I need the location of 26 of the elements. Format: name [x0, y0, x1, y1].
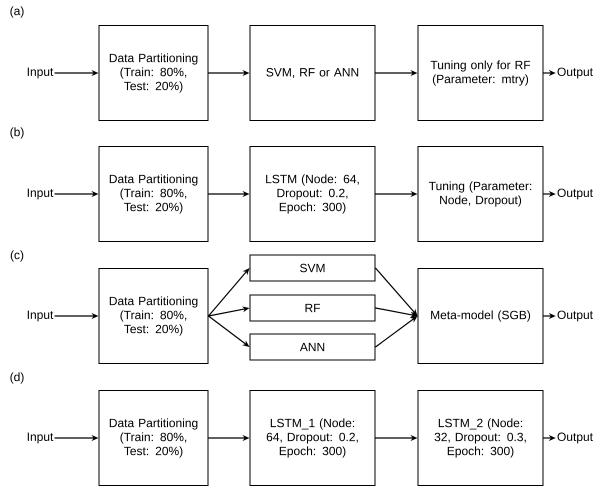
process-box: Data Partitioning (Train: 80%, Test: 20%) — [98, 390, 208, 486]
input-label: Input — [28, 310, 54, 322]
panel-label: (a) — [10, 6, 24, 18]
panel-label: (b) — [10, 127, 24, 139]
input-label: Input — [28, 188, 54, 200]
process-box: ANN — [250, 334, 376, 360]
output-label: Output — [558, 188, 593, 200]
process-box: Tuning only for RF (Parameter: mtry) — [418, 25, 544, 121]
process-box: SVM, RF or ANN — [250, 25, 376, 121]
process-box: LSTM_1 (Node: 64, Dropout: 0.2, Epoch: 300) — [250, 390, 376, 486]
input-label: Input — [28, 432, 54, 444]
output-label: Output — [558, 432, 593, 444]
process-box: LSTM (Node: 64, Dropout: 0.2, Epoch: 300) — [250, 146, 376, 242]
process-box: Tuning (Parameter: Node, Dropout) — [418, 146, 544, 242]
process-box: RF — [250, 294, 376, 322]
process-box: Meta-model (SGB) — [418, 268, 544, 364]
input-label: Input — [28, 68, 54, 78]
process-box: SVM — [250, 254, 376, 282]
process-box: Data Partitioning (Train: 80%, Test: 20%) — [98, 25, 208, 121]
process-box: Data Partitioning (Train: 80%, Test: 20%) — [98, 268, 208, 364]
process-box: LSTM_2 (Node: 32, Dropout: 0.3, Epoch: 300) — [418, 390, 544, 486]
panel-label: (c) — [10, 250, 24, 262]
panel-label: (d) — [10, 372, 24, 384]
output-label: Output — [558, 310, 593, 322]
output-label: Output — [558, 68, 593, 78]
process-box: Data Partitioning (Train: 80%, Test: 20%) — [98, 146, 208, 242]
